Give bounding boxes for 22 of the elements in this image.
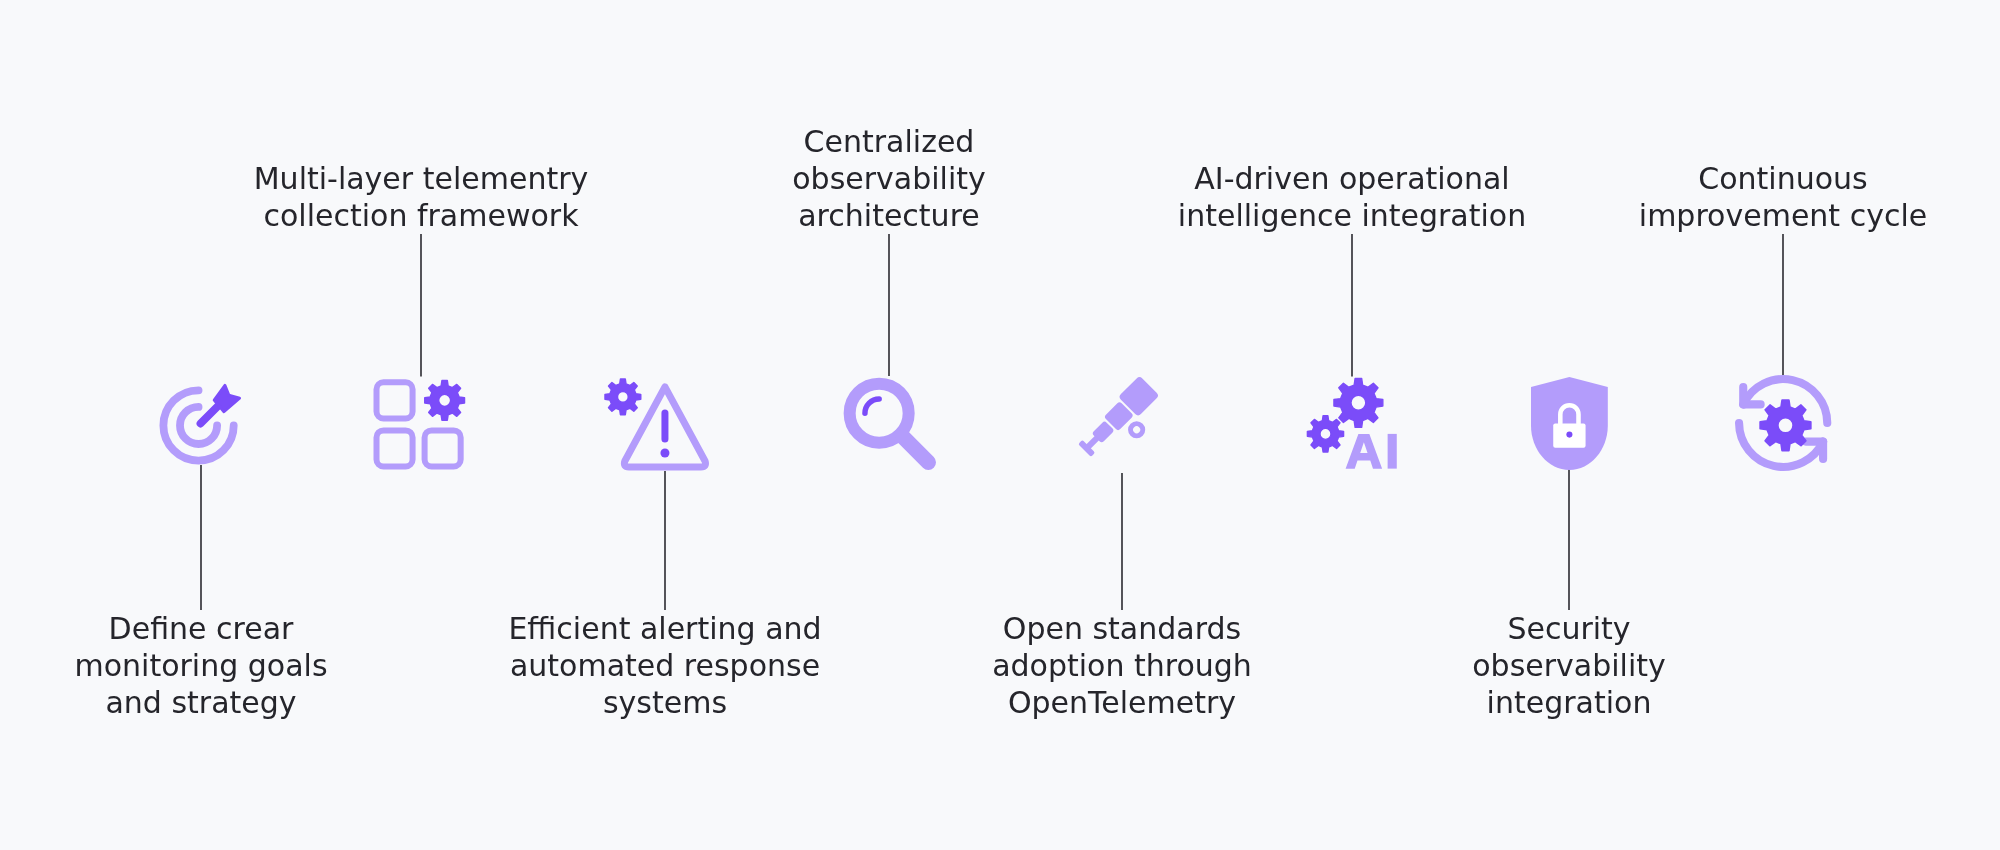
leader-line <box>1121 472 1123 611</box>
leader-line <box>888 233 890 377</box>
step-label: AI-driven operational intelligence integration <box>1176 160 1528 234</box>
step-label: Security observability integration <box>1471 610 1667 721</box>
leader-line <box>1568 468 1570 611</box>
step-label: Define crear monitoring goals and strategy <box>73 610 329 721</box>
step-label: Centralized observability architecture <box>791 123 987 234</box>
step-label: Multi-layer telementry collection framework <box>252 160 590 234</box>
leader-line <box>200 464 202 611</box>
gears-ai-icon <box>1305 376 1399 470</box>
leader-line <box>664 470 666 611</box>
warning-gear-icon <box>601 375 710 471</box>
magnifier-icon <box>842 376 936 470</box>
step-label: Efficient alerting and automated response systems <box>507 610 823 721</box>
step-label: Continuous improvement cycle <box>1637 160 1929 234</box>
leader-line <box>1782 233 1784 376</box>
step-label: Open standards adoption through OpenTelemetry <box>991 610 1253 721</box>
leader-line <box>1351 233 1353 378</box>
refresh-gear-icon <box>1734 375 1832 471</box>
shield-lock-icon <box>1530 376 1608 470</box>
target-icon <box>158 381 244 465</box>
leader-line <box>420 233 422 378</box>
